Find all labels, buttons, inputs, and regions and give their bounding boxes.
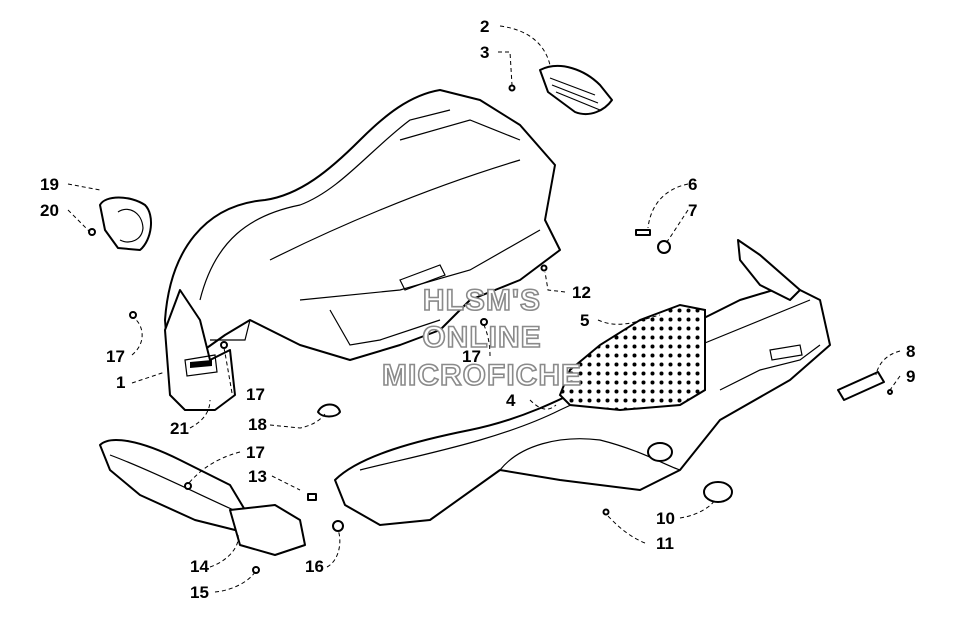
callout-21: 21 [170, 419, 189, 438]
callout-12: 12 [572, 283, 591, 302]
callout-18: 18 [248, 415, 267, 434]
callout-17b: 17 [246, 385, 265, 404]
callout-13: 13 [248, 467, 267, 486]
callout-9: 9 [906, 367, 915, 386]
headlight-bezel-part-19 [99, 196, 152, 251]
callout-4: 4 [506, 391, 516, 410]
plate-part-8 [837, 371, 885, 401]
side-panel-part-1 [164, 289, 236, 411]
callout-11: 11 [656, 534, 674, 553]
mesh-grille-part-5 [558, 303, 706, 412]
callout-17a: 17 [106, 347, 125, 366]
fasteners [88, 84, 893, 574]
vent-part-2 [539, 65, 613, 116]
callout-5: 5 [580, 311, 589, 330]
callout-8: 8 [906, 342, 915, 361]
callout-1: 1 [116, 373, 125, 392]
callout-14: 14 [190, 557, 209, 576]
cap-part-10 [647, 442, 733, 503]
callout-numbers: 2 3 19 20 17 1 17 21 18 17 13 14 15 16 1… [40, 17, 915, 602]
leader-lines [67, 25, 901, 593]
callout-16: 16 [305, 557, 324, 576]
callout-17c: 17 [246, 443, 265, 462]
watermark-line-3: MICROFICHE [382, 359, 582, 392]
callout-2: 2 [480, 17, 489, 36]
skid-plate-part [229, 504, 306, 556]
callout-3: 3 [480, 43, 489, 62]
hood-part [164, 89, 561, 381]
watermark: HLSM'S ONLINE MICROFICHE [381, 283, 582, 393]
callout-6: 6 [688, 175, 697, 194]
clamp-part-18 [317, 403, 341, 418]
callout-20: 20 [40, 201, 59, 220]
callout-7: 7 [688, 201, 697, 220]
watermark-line-2: ONLINE [422, 321, 541, 354]
callout-17d: 17 [462, 347, 481, 366]
watermark-line-1: HLSM'S [423, 284, 541, 317]
front-bumper-part-14 [99, 439, 246, 531]
callout-15: 15 [190, 583, 209, 602]
callout-10: 10 [656, 509, 675, 528]
callout-19: 19 [40, 175, 59, 194]
